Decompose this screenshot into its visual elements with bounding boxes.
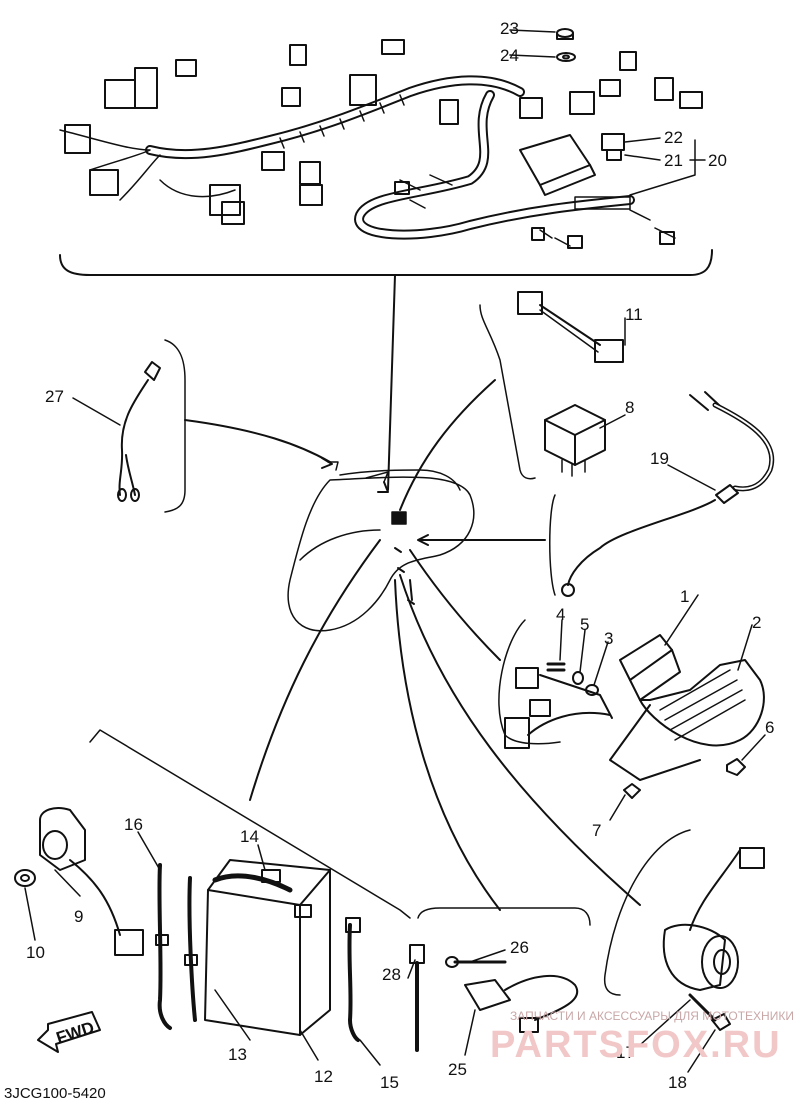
- drawing-code: 3JCG100-5420: [4, 1085, 106, 1102]
- callout-2: 2: [752, 613, 761, 632]
- callout-9: 9: [74, 907, 83, 926]
- callout-6: 6: [765, 718, 774, 737]
- neutral-switch-group: [117, 339, 186, 513]
- relay-group: [479, 291, 775, 597]
- watermark-text: ЗАПЧАСТИ И АКСЕССУАРЫ ДЛЯ МОТОТЕХНИКИ: [510, 1009, 794, 1023]
- motorcycle-silhouette: [287, 461, 475, 632]
- callout-12: 12: [314, 1067, 333, 1086]
- callout-21: 21: [664, 151, 683, 170]
- callout-16: 16: [124, 815, 143, 834]
- callout-7: 7: [592, 821, 601, 840]
- callout-10: 10: [26, 943, 45, 962]
- callout-23: 23: [500, 19, 519, 38]
- callout-25: 25: [448, 1060, 467, 1079]
- horn-group: [603, 829, 765, 1031]
- fwd-arrow: [37, 1011, 101, 1053]
- callout-18: 18: [668, 1073, 687, 1092]
- callout-8: 8: [625, 398, 634, 417]
- callout-28: 28: [382, 965, 401, 984]
- callout-17: 17: [616, 1043, 635, 1062]
- callout-5: 5: [580, 615, 589, 634]
- callout-15: 15: [380, 1073, 399, 1092]
- watermark-brand: PARTSFOX.RU: [490, 1024, 782, 1066]
- rectifier-group: [498, 619, 765, 799]
- battery-group: [89, 729, 411, 1042]
- callout-22: 22: [664, 128, 683, 147]
- starter-relay-group: [14, 807, 144, 956]
- callout-leaders: [24, 29, 766, 1073]
- callout-3: 3: [604, 629, 613, 648]
- callout-19: 19: [650, 449, 669, 468]
- callout-27: 27: [45, 387, 64, 406]
- callout-13: 13: [228, 1045, 247, 1064]
- callout-4: 4: [556, 605, 565, 624]
- callout-11: 11: [625, 305, 643, 324]
- callout-26: 26: [510, 938, 529, 957]
- leader-lines: [184, 274, 641, 911]
- horn-switch-group: [409, 907, 591, 1052]
- callout-14: 14: [240, 827, 259, 846]
- wire-harness-group: [59, 28, 713, 276]
- fwd-label: FWD: [54, 1018, 97, 1048]
- callout-labels: 1 2 3 4 5 6 7 8 9 10 11 12 13 14 15 16 1…: [26, 19, 774, 1092]
- callout-1: 1: [680, 587, 689, 606]
- callout-20: 20: [708, 151, 727, 170]
- callout-24: 24: [500, 46, 519, 65]
